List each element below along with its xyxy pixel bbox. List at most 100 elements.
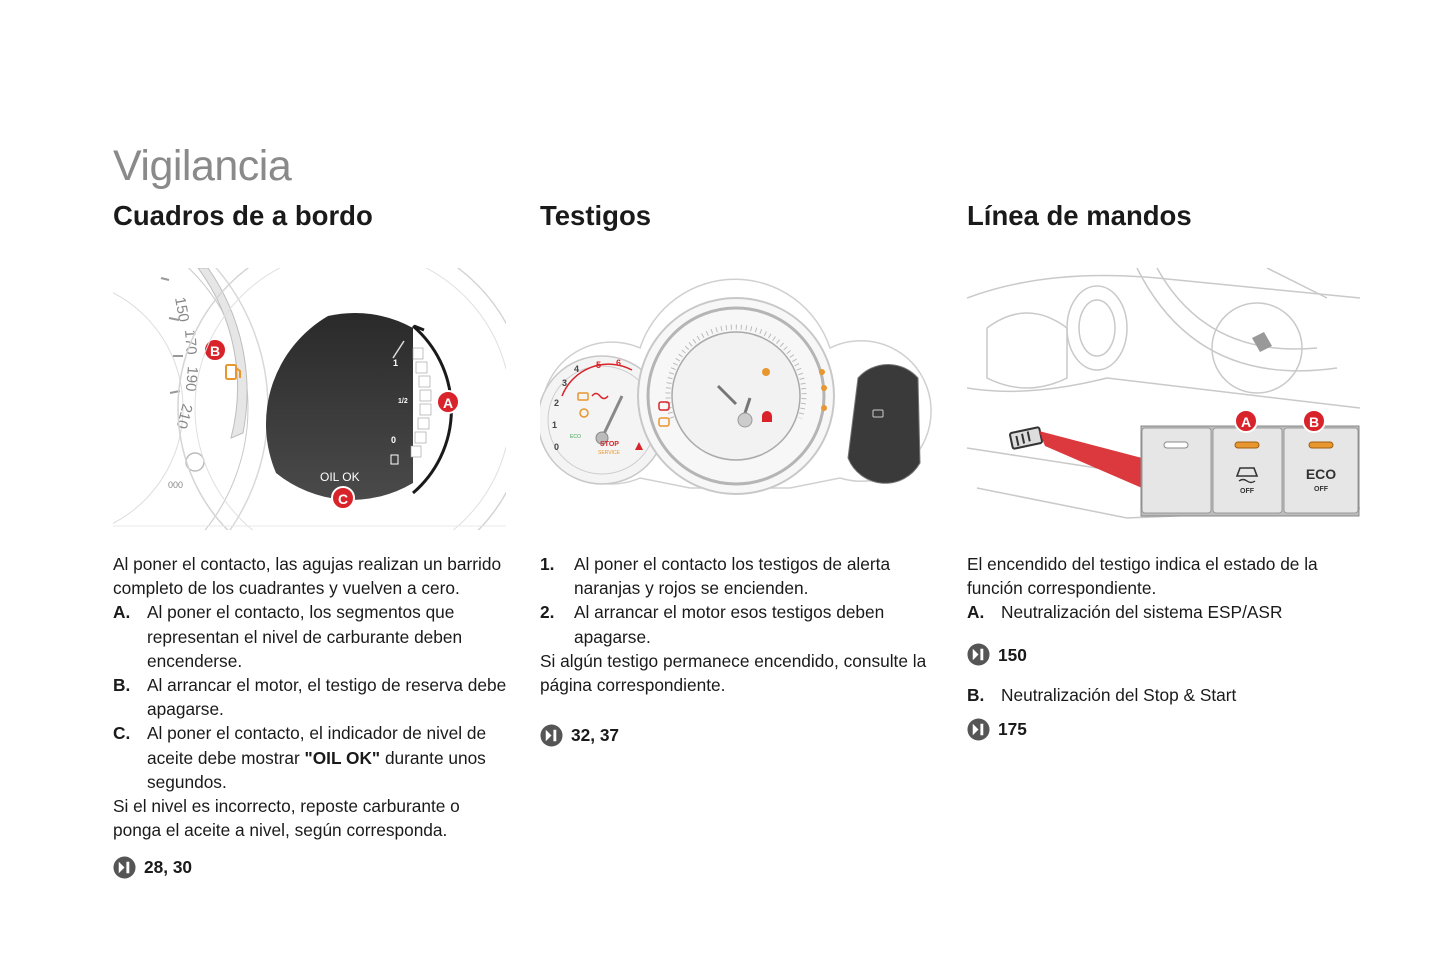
brake-warning-icon [658, 401, 670, 411]
list-item-text: Al poner el contacto, los segmentos que … [147, 602, 463, 671]
odometer-digits: 000 [168, 480, 183, 490]
list-item-label: B. [113, 675, 131, 696]
list-item-text: durante unos segundos. [147, 747, 486, 792]
eco-indicator: ECO [570, 434, 581, 440]
display-icon [872, 409, 884, 418]
page-reference-text: 175 [998, 719, 1027, 740]
gauge-outer-ring [177, 268, 506, 530]
speed-needle-hub [737, 412, 753, 428]
fuel-scale-cap [413, 324, 425, 332]
seatbelt-warning-icon [762, 411, 772, 422]
esp-off-switch [1212, 427, 1283, 514]
list-item-a: A. Al poner el contacto, los segmentos q… [113, 600, 508, 673]
cluster-outline [541, 278, 932, 489]
svg-text:1: 1 [552, 420, 557, 430]
section-heading: Línea de mandos [967, 200, 1192, 231]
intro-paragraph: Al poner el contacto, las agujas realiza… [113, 554, 502, 599]
control-strip-svg: OFF ECO OFF A B [967, 268, 1360, 519]
page-link-icon [967, 718, 990, 741]
stop-indicator: STOP [600, 441, 619, 448]
tyre-warning-icon [821, 405, 827, 411]
svg-text:B: B [1309, 414, 1319, 430]
list-item-text: Al arrancar el motor, el testigo de rese… [147, 675, 507, 720]
callout-b: B [1302, 409, 1326, 433]
callout-a: A [436, 390, 460, 414]
callout-a: A [1234, 409, 1258, 433]
section-body: 1. Al poner el contacto los testigos de … [540, 552, 935, 747]
list-item-2: 2. Al arrancar el motor esos testigos de… [540, 600, 935, 648]
page-reference-text: 150 [998, 644, 1027, 665]
svg-text:C: C [338, 491, 348, 507]
rev-counter-numbers: 0 1 2 34 [552, 364, 579, 452]
page-link-icon [967, 643, 990, 666]
esp-off-icon: OFF [1235, 467, 1259, 495]
list-item-label: B. [967, 684, 985, 705]
gauge-ring [194, 268, 506, 530]
fuel-level-segments [410, 347, 432, 458]
switch-blank [1141, 427, 1212, 514]
page-reference[interactable]: 150 [967, 643, 1362, 667]
svg-text:6: 6 [616, 358, 621, 368]
esp-switch-led [1234, 441, 1260, 449]
intro-paragraph: El encendido del testigo indica el estad… [967, 554, 1318, 599]
dial-number: 150 [171, 296, 192, 324]
svg-text:3: 3 [562, 378, 567, 388]
list-item-a: A. Neutralización del sistema ESP/ASR [967, 600, 1362, 624]
section-control-strip: Línea de mandos [967, 200, 1362, 741]
speedo-core-arc [113, 292, 184, 524]
page-reference[interactable]: 32, 37 [540, 723, 935, 747]
fuel-pump-icon [225, 364, 241, 380]
glow-plug-icon [579, 408, 589, 418]
page-reference-text: 28, 30 [144, 857, 193, 878]
fuel-gauge-labels: 1 1/2 0 [391, 358, 408, 445]
battery-warning-icon [577, 392, 589, 401]
list-item-label: A. [113, 602, 131, 623]
svg-text:0: 0 [554, 442, 559, 452]
page-link-icon [113, 856, 136, 879]
switch-panel: OFF ECO OFF [1140, 425, 1360, 517]
list-item-b: B. Neutralización del Stop & Start [967, 683, 1362, 707]
callout-c: C [331, 486, 355, 510]
dial-number: 210 [173, 402, 196, 431]
instrument-panel-svg: 150 170 190 210 000 [113, 268, 506, 530]
service-indicator: SERVICE [598, 450, 621, 456]
zoom-indicator [1039, 431, 1142, 488]
oil-ok-emphasis: "OIL OK" [304, 747, 381, 768]
instrument-panel-illustration: 150 170 190 210 000 [113, 268, 506, 530]
page-link-icon [540, 724, 563, 747]
blank-switch-led [1163, 441, 1189, 449]
list-item-b: B. Al arrancar el motor, el testigo de r… [113, 673, 508, 721]
outro-paragraph: Si algún testigo permanece encendido, co… [540, 650, 927, 696]
callout-b: B [203, 338, 227, 362]
list-item-1: 1. Al poner el contacto los testigos de … [540, 552, 935, 600]
list-item-label: C. [113, 723, 131, 744]
svg-text:0: 0 [391, 435, 396, 445]
speed-needle [716, 384, 738, 406]
svg-text:1/2: 1/2 [398, 398, 408, 405]
fuel-gauge-dial [265, 312, 413, 500]
fuel-needle [392, 340, 405, 359]
speedometer-rim [646, 306, 826, 486]
eco-off-label: OFF [1314, 486, 1329, 493]
page-reference-text: 32, 37 [571, 725, 620, 746]
svg-text:2: 2 [554, 398, 559, 408]
svg-text:1: 1 [393, 358, 398, 368]
brand-logo-icon [1252, 332, 1272, 352]
speedometer-face [671, 331, 801, 461]
rev-needle [600, 395, 624, 439]
redline-arc [561, 363, 633, 397]
list-item-text: Al poner el contacto los testigos de ale… [574, 554, 891, 599]
speed-ticks [665, 324, 807, 419]
fuel-reserve-icon [762, 368, 770, 376]
page-reference[interactable]: 175 [967, 717, 1362, 741]
list-item-c: C. Al poner el contacto, el indicador de… [113, 721, 508, 794]
page-reference[interactable]: 28, 30 [113, 855, 508, 879]
svg-text:4: 4 [574, 364, 579, 374]
list-item-label: 1. [540, 554, 555, 574]
abs-warning-icon [658, 417, 670, 427]
temperature-warning-icon [635, 442, 643, 450]
multifunction-display [847, 364, 921, 484]
list-item-text: Al arrancar el motor esos testigos deben… [574, 602, 885, 647]
